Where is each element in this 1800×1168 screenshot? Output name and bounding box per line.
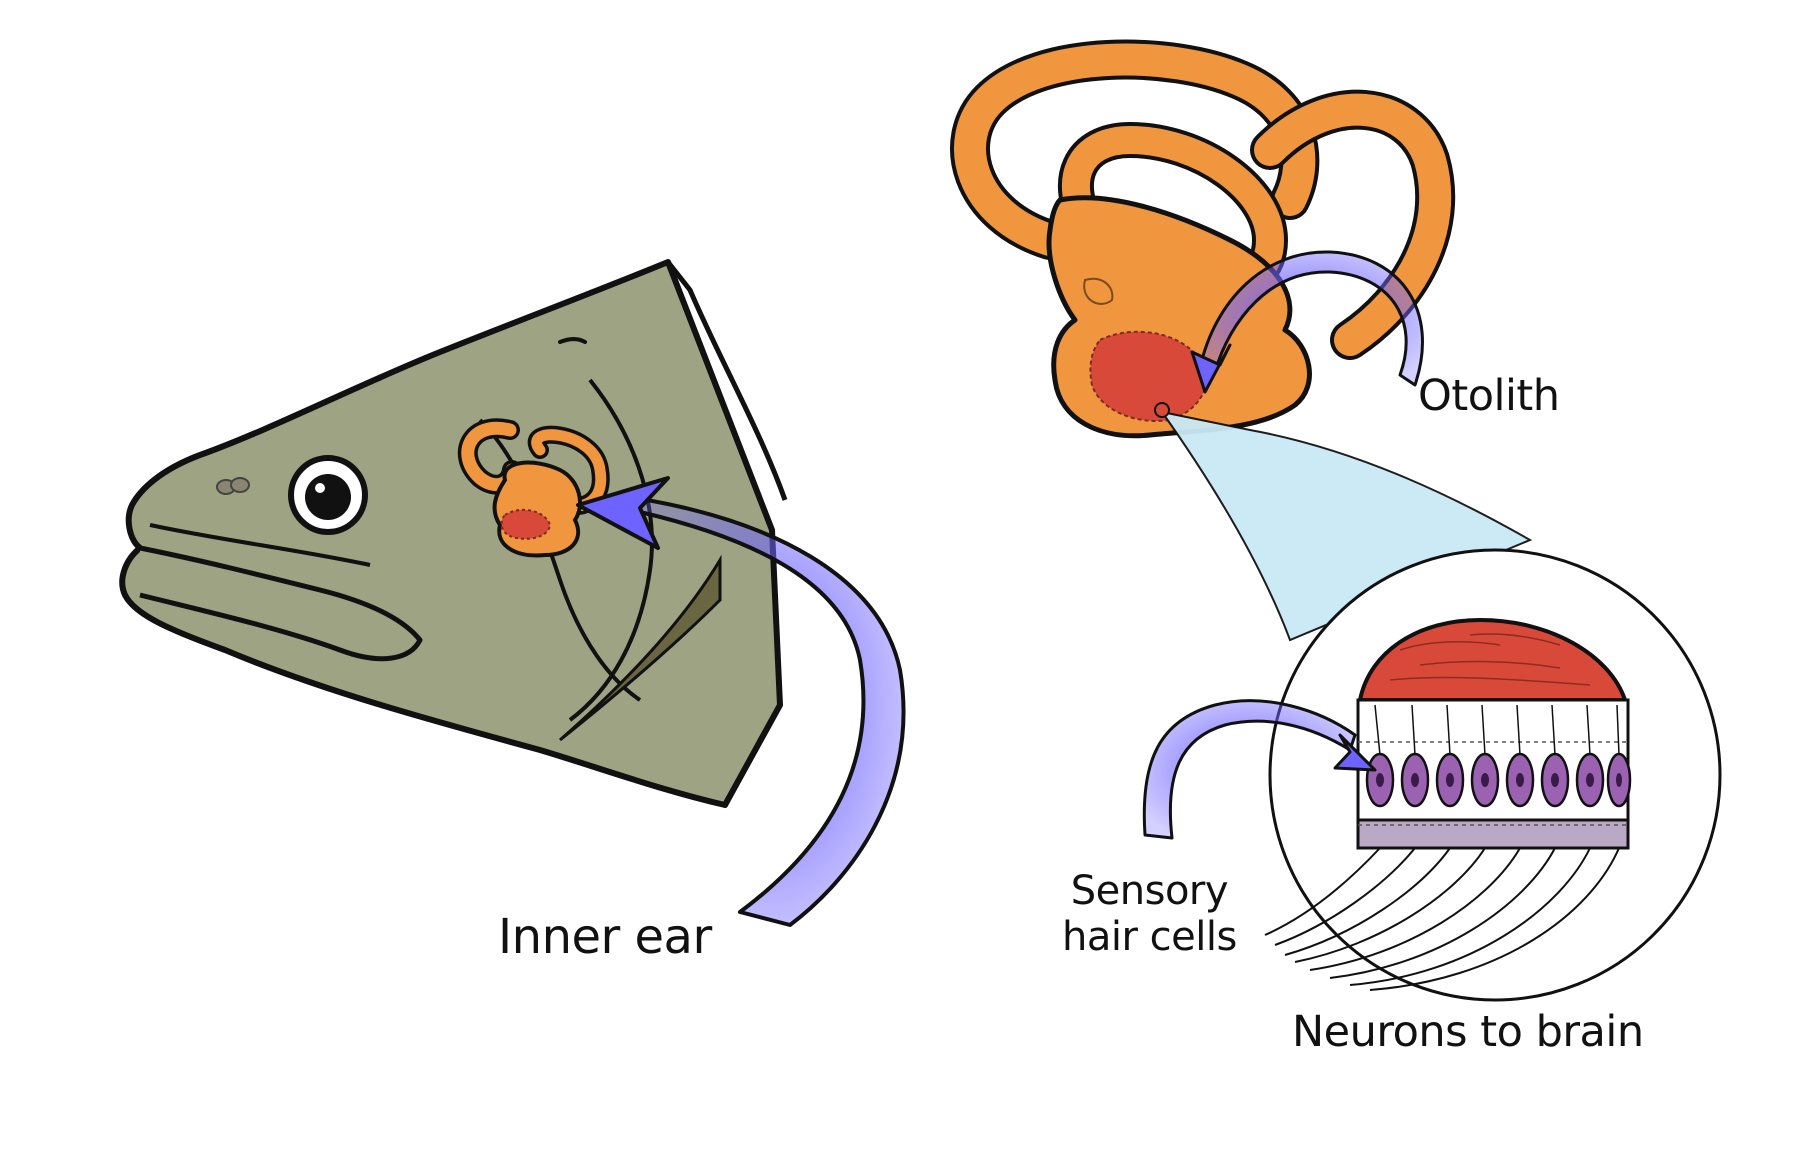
hair-cell — [1400, 704, 1430, 808]
hair-cell — [1435, 704, 1465, 808]
sensory-label-line1: Sensory — [1070, 868, 1229, 914]
basal-layer — [1356, 818, 1630, 850]
hair-cell — [1540, 704, 1570, 808]
small-inner-ear — [457, 418, 610, 558]
hair-cell — [1575, 704, 1605, 808]
otolith-label: Otolith — [1418, 371, 1560, 421]
inner-ear-label: Inner ear — [498, 909, 712, 965]
hair-cell — [1606, 704, 1632, 808]
hair-cell — [1470, 704, 1500, 808]
fish-head — [119, 259, 906, 927]
zoom-cone — [1159, 410, 1533, 642]
hair-cell — [1505, 704, 1535, 808]
fish-gill-slit — [559, 554, 722, 742]
sensory-hair-cells-label: Sensory hair cells — [1062, 868, 1237, 960]
fish-gill-line — [568, 378, 654, 722]
sensory-label-line2: hair cells — [1062, 914, 1237, 960]
fish-brow-mark — [558, 337, 587, 344]
otolith-texture — [1389, 633, 1591, 686]
neurons-to-brain-label: Neurons to brain — [1292, 1007, 1644, 1057]
fish-mouth-line — [149, 523, 371, 567]
otolith-arrow — [1190, 250, 1424, 394]
fish-eye — [288, 455, 368, 535]
otolith-cap — [1357, 617, 1628, 702]
fish-head-outline — [119, 259, 783, 808]
fish-back-edge — [666, 260, 788, 501]
hair-cells-arrow — [1142, 699, 1377, 840]
fish-nostril — [216, 477, 250, 495]
magnified-view — [1142, 548, 1722, 1002]
inner-ear-arrow — [576, 476, 906, 927]
neuron-fibers — [1264, 847, 1620, 991]
hair-cells — [1365, 704, 1632, 808]
fish-lower-jaw — [139, 545, 423, 662]
zoom-origin-point — [1154, 402, 1170, 418]
